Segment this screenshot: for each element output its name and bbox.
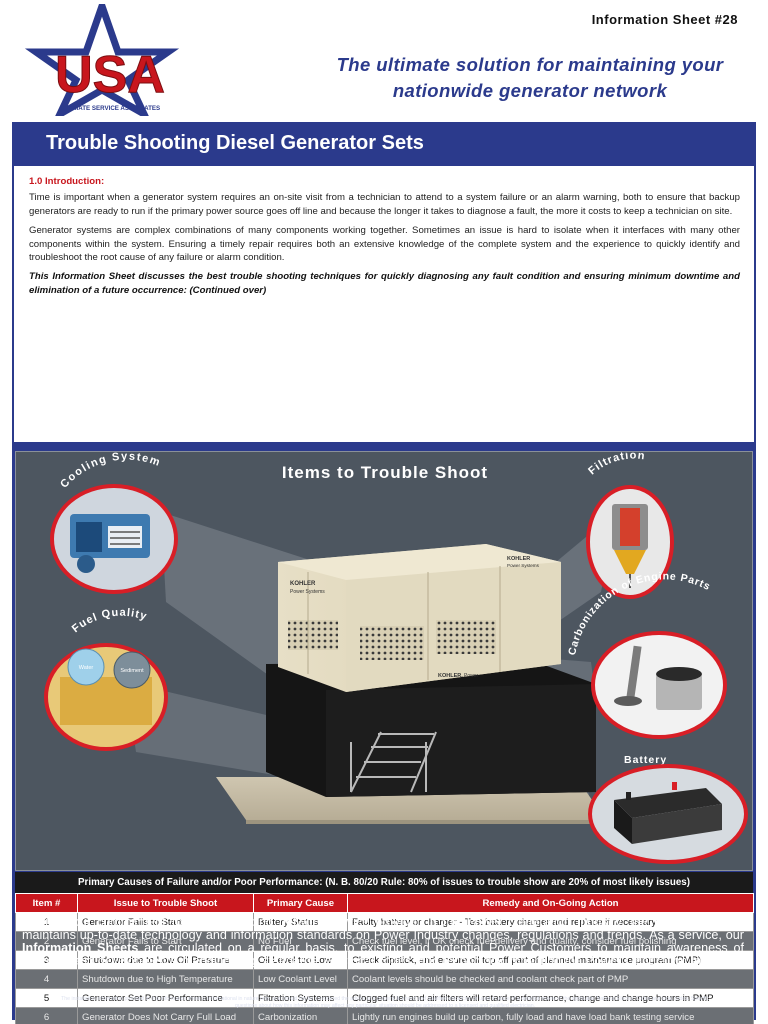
table-row: 4 Shutdown due to High Temperature Low C… [15, 969, 754, 989]
logo-text: USA [55, 46, 165, 104]
cell-remedy: Coolant levels should be checked and coo… [347, 969, 754, 989]
illustration-svg: Items to Trouble Shoot [44, 452, 748, 864]
cell-cause: No Fuel [253, 931, 348, 951]
footer-text-bold: Information Sheets [22, 941, 139, 955]
cell-remedy: Faulty battery or charger - Test battery… [347, 912, 754, 932]
footer-commitment: To fulfill our commitment to be the lead… [22, 916, 744, 968]
cell-remedy: Lightly run engines build up carbon, ful… [347, 1007, 754, 1024]
cell-cause: Low Coolant Level [253, 969, 348, 989]
cell-issue: Generator Does Not Carry Full Load [77, 1007, 254, 1024]
callout-fuel-quality: Fuel Quality Water Sediment [44, 607, 168, 751]
intro-section: 1.0 Introduction: Time is important when… [14, 166, 754, 442]
brand-label-side-sub: Power Systems [290, 589, 325, 595]
cell-cause: Filtration Systems [253, 988, 348, 1008]
header-item: Item # [15, 893, 78, 913]
cell-item: 3 [15, 950, 78, 970]
footer-disclaimer: The installation information provided in… [61, 996, 709, 1009]
cell-issue: Generator Fails to Start [77, 931, 254, 951]
cell-issue: Generator Set Poor Performance [77, 988, 254, 1008]
cell-item: 6 [15, 1007, 78, 1024]
svg-text:Fuel Quality: Fuel Quality [70, 607, 149, 636]
table-header-row: Item # Issue to Trouble Shoot Primary Ca… [15, 893, 754, 913]
tagline: The ultimate solution for maintaining yo… [290, 52, 768, 104]
callout-battery: Battery [588, 754, 748, 864]
brand-label-base: KOHLER. [438, 673, 463, 679]
cell-item: 4 [15, 969, 78, 989]
logo-subtext: ULTIMATE SERVICE ASSOCIATES [60, 105, 160, 112]
intro-heading: 1.0 Introduction: [29, 176, 105, 187]
header-issue: Issue to Trouble Shoot [77, 893, 254, 913]
brand-label-side: KOHLER [290, 581, 316, 587]
intro-emphasis: This Information Sheet discusses the bes… [29, 271, 740, 296]
front-vent [360, 626, 424, 660]
tagline-line2: nationwide generator network [392, 80, 668, 101]
content-frame: Trouble Shooting Diesel Generator Sets 1… [12, 122, 756, 1024]
svg-text:Filtration: Filtration [586, 452, 646, 477]
brand-label-top: KOHLER [507, 556, 530, 562]
cell-issue: Shutdown due to High Temperature [77, 969, 254, 989]
page-header: USA ULTIMATE SERVICE ASSOCIATES Informat… [0, 0, 768, 122]
sheet-number: Information Sheet #28 [591, 12, 738, 27]
generator-illustration: Items to Trouble Shoot [15, 451, 753, 871]
table-row: 3 Shutdown due to Low Oil Pressure Oil L… [15, 950, 754, 970]
cell-remedy: Clogged fuel and air filters will retard… [347, 988, 754, 1008]
table-row: 6 Generator Does Not Carry Full Load Car… [15, 1007, 754, 1024]
water-label: Water [79, 665, 94, 671]
cell-remedy: Check fuel level, if OK check fuel deliv… [347, 931, 754, 951]
cell-cause: Battery Status [253, 912, 348, 932]
header-cause: Primary Cause [253, 893, 348, 913]
callout-battery-label: Battery [624, 754, 667, 766]
cell-issue: Shutdown due to Low Oil Pressure [77, 950, 254, 970]
table-caption-note: (N. B. 80/20 Rule: 80% of issues to trou… [322, 877, 690, 888]
table-caption-bold: Primary Causes of Failure and/or Poor Pe… [78, 877, 323, 888]
sediment-label: Sediment [120, 668, 144, 674]
callout-filtration: Filtration [586, 452, 674, 599]
intro-paragraph-2: Generator systems are complex combinatio… [29, 225, 740, 264]
usa-logo: USA ULTIMATE SERVICE ASSOCIATES [24, 4, 180, 116]
access-stairs [350, 731, 437, 793]
footer-text-part2: are circulated on a regular basis, to ex… [22, 941, 744, 968]
intro-paragraph-1: Time is important when a generator syste… [29, 192, 740, 217]
beam-cooling [161, 512, 316, 702]
illustration-title: Items to Trouble Shoot [282, 463, 488, 482]
callout-cooling-system: Cooling System [50, 452, 178, 594]
side-vent [288, 620, 338, 650]
logo-star-icon [24, 4, 180, 116]
callout-filtration-label: Filtration [586, 452, 645, 477]
table-row: 5 Generator Set Poor Performance Filtrat… [15, 988, 754, 1008]
front-vent-2 [436, 620, 496, 654]
causes-table: Item # Issue to Trouble Shoot Primary Ca… [15, 893, 754, 1024]
title-bar: Trouble Shooting Diesel Generator Sets [12, 122, 756, 164]
brand-label-base-sub: Power [464, 673, 479, 679]
cell-cause: Carbonization [253, 1007, 348, 1024]
causes-table-section: Primary Causes of Failure and/or Poor Pe… [15, 872, 754, 1024]
footer-text-part1: To fulfill our commitment to be the lead… [22, 915, 744, 942]
callout-fuel-label: Fuel Quality [70, 607, 148, 636]
page-title: Trouble Shooting Diesel Generator Sets [46, 132, 424, 154]
header-remedy: Remedy and On-Going Action [347, 893, 754, 913]
table-caption: Primary Causes of Failure and/or Poor Pe… [15, 872, 753, 893]
tagline-line1: The ultimate solution for maintaining yo… [336, 54, 724, 75]
brand-label-top-sub: Power Systems [507, 563, 540, 568]
